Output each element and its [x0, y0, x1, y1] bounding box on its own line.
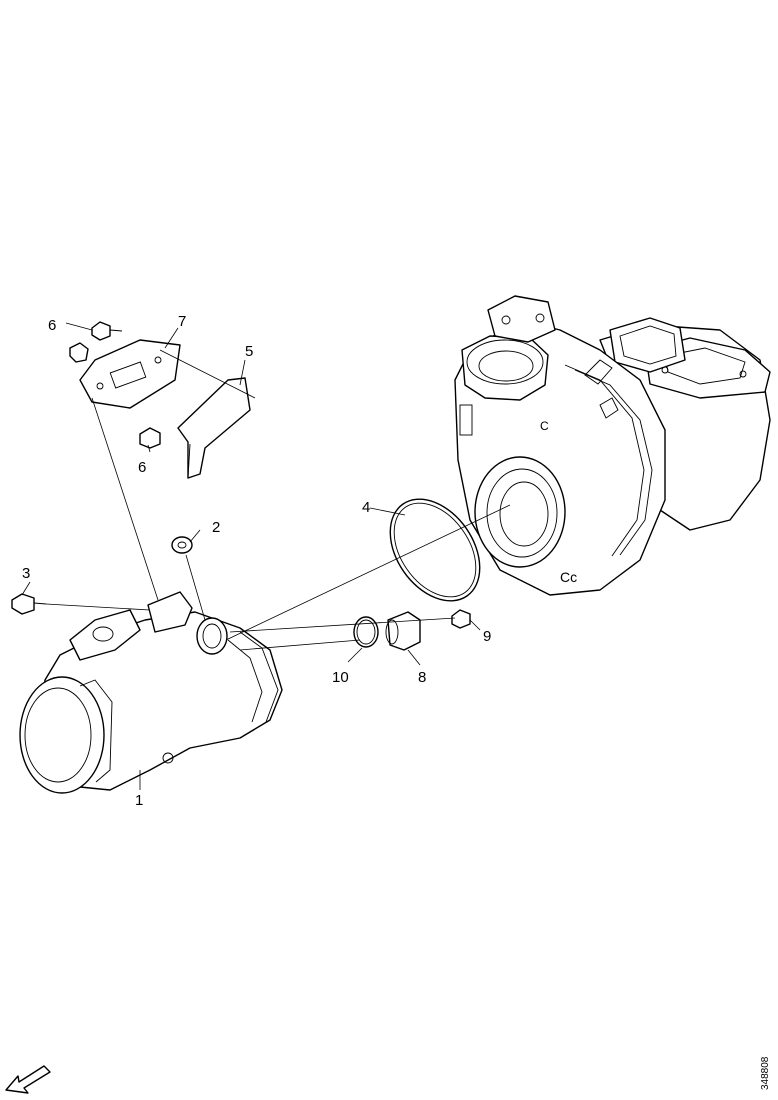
callout-1: 1	[135, 792, 143, 809]
gasket-flange	[79, 339, 181, 409]
callout-3: 3	[22, 565, 30, 582]
callout-7: 7	[178, 313, 186, 330]
callout-6-top: 6	[48, 317, 56, 334]
bolt-6-left	[69, 342, 89, 363]
callout-6-lower: 6	[138, 459, 146, 476]
svg-text:C: C	[540, 419, 549, 433]
bolt-6-lower	[139, 427, 161, 449]
callout-labels: 1 2 3 4 5 6 6 7 8 9 10	[22, 313, 491, 809]
arrow-icon	[5, 1065, 51, 1094]
o-ring-small	[353, 616, 379, 648]
turbocharger: Cc C	[454, 295, 771, 596]
callout-2: 2	[212, 519, 220, 536]
nut	[451, 609, 471, 629]
svg-text:Cc: Cc	[560, 569, 577, 585]
callout-9: 9	[483, 628, 491, 645]
washer	[171, 536, 193, 554]
callout-4: 4	[362, 499, 370, 516]
assembly-lines	[21, 322, 511, 790]
bracket	[177, 377, 251, 479]
callout-5: 5	[245, 343, 253, 360]
callout-8: 8	[418, 669, 426, 686]
cap	[385, 611, 421, 651]
bolt-6-top	[91, 321, 123, 341]
intake-pipe	[19, 591, 283, 794]
o-ring-large	[389, 498, 481, 602]
figure-id: 348808	[760, 1056, 771, 1090]
bolt-3	[11, 593, 47, 615]
callout-10: 10	[332, 669, 349, 686]
